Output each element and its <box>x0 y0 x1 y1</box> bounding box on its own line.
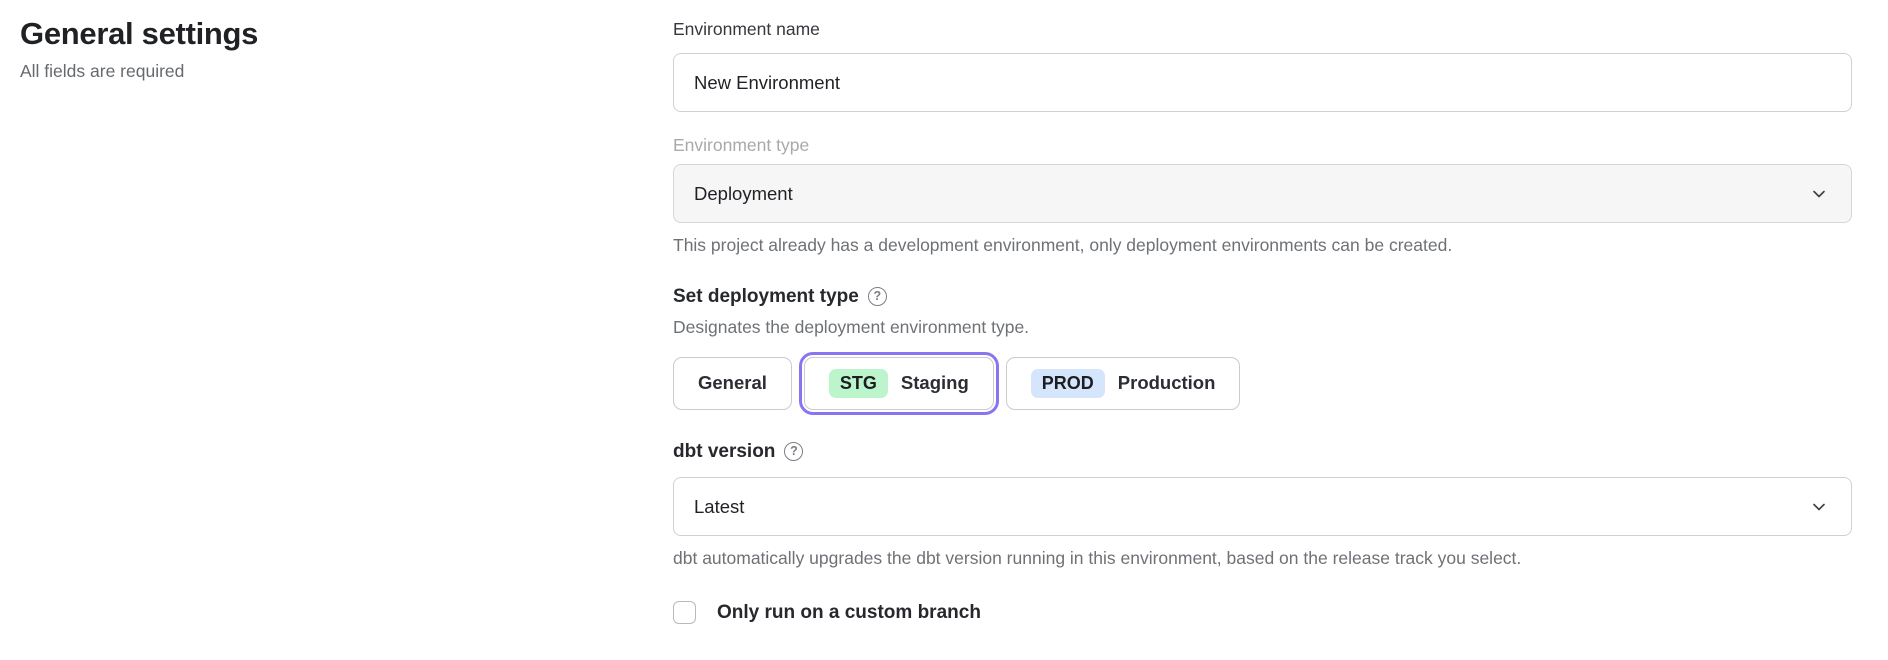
dbt-version-value: Latest <box>694 495 745 517</box>
environment-type-label: Environment type <box>673 135 810 155</box>
chevron-down-icon <box>1813 190 1825 197</box>
dbt-version-helper: dbt automatically upgrades the dbt versi… <box>673 548 1522 568</box>
environment-type-helper: This project already has a development e… <box>673 235 1453 255</box>
custom-branch-checkbox[interactable] <box>673 601 696 624</box>
help-icon[interactable]: ? <box>867 287 887 306</box>
dbt-version-heading: dbt version <box>673 441 776 462</box>
deployment-type-general-button[interactable]: General <box>673 356 792 410</box>
production-badge: PROD <box>1030 368 1105 398</box>
dbt-version-heading-row: dbt version ? <box>673 440 1852 463</box>
custom-branch-label[interactable]: Only run on a custom branch <box>717 601 981 623</box>
deployment-type-heading: Set deployment type <box>673 286 859 307</box>
dbt-version-select[interactable]: Latest <box>673 477 1852 536</box>
custom-branch-row: Only run on a custom branch <box>673 601 1852 624</box>
environment-name-input[interactable] <box>673 53 1852 112</box>
deployment-type-heading-row: Set deployment type ? <box>673 285 1852 308</box>
deployment-type-options: General STG Staging PROD Production <box>673 351 1852 415</box>
chevron-down-icon <box>1813 503 1825 510</box>
staging-badge: STG <box>828 368 888 398</box>
environment-type-select: Deployment <box>673 164 1852 223</box>
deployment-type-description: Designates the deployment environment ty… <box>673 317 1030 337</box>
deployment-type-production-label: Production <box>1117 372 1216 393</box>
page-subtitle: All fields are required <box>20 61 185 81</box>
environment-name-label: Environment name <box>673 19 820 39</box>
environment-type-value: Deployment <box>694 182 793 204</box>
help-icon[interactable]: ? <box>784 442 804 461</box>
deployment-type-staging-button[interactable]: STG Staging <box>798 351 999 415</box>
general-settings-form: Environment name Environment type Deploy… <box>673 0 1852 624</box>
settings-section-intro: General settings All fields are required <box>20 16 580 82</box>
deployment-type-general-label: General <box>698 372 767 393</box>
deployment-type-production-button[interactable]: PROD Production <box>1005 356 1241 410</box>
page-title: General settings <box>20 16 259 51</box>
deployment-type-staging-label: Staging <box>900 372 969 393</box>
